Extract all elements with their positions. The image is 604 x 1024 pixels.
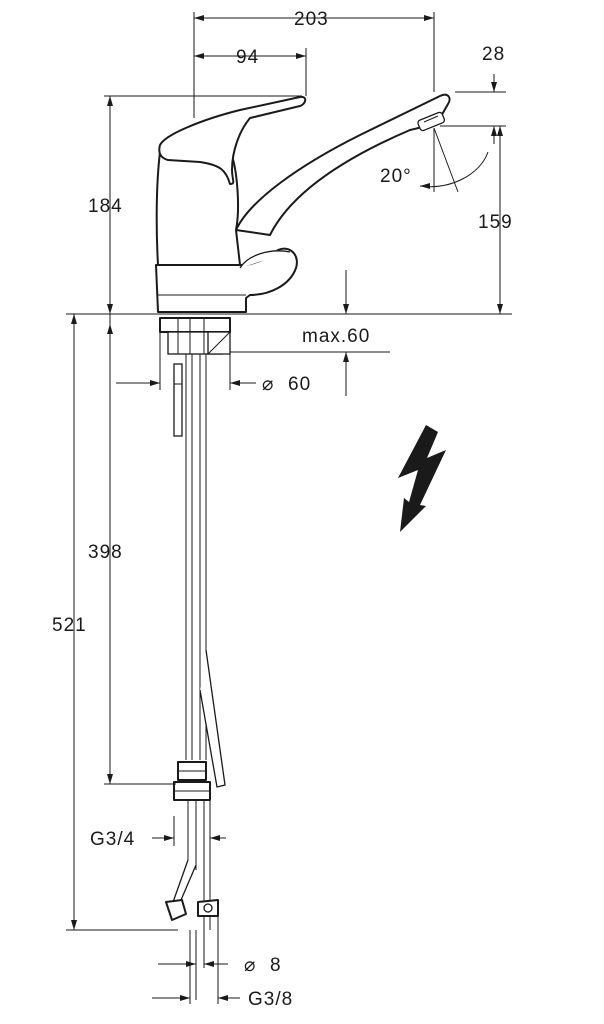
label-connection-g38: G3/8 [248, 989, 293, 1010]
dimension-labels: 203 94 28 184 20° 159 max.60 ⌀ 60 398 52… [52, 9, 513, 1010]
faucet-body [155, 93, 451, 313]
label-total-height: 184 [88, 196, 123, 217]
diameter-symbol: ⌀ [262, 374, 274, 395]
diameter-symbol-small: ⌀ [244, 955, 256, 976]
label-connection-g34: G3/4 [90, 829, 135, 850]
label-overall-reach: 203 [294, 9, 329, 30]
label-spout-height: 28 [482, 44, 505, 65]
mounting-hardware [159, 317, 231, 437]
label-total-length: 521 [52, 615, 87, 636]
dimension-lines [66, 12, 512, 1004]
supply-hoses [165, 354, 226, 930]
label-max-thickness: max.60 [302, 326, 370, 347]
label-spout-clearance: 159 [478, 212, 513, 233]
label-hose-length: 398 [88, 542, 123, 563]
label-pipe-diameter: 8 [270, 955, 282, 976]
label-hole-diameter: 60 [288, 374, 311, 395]
lightning-bolt-icon [398, 425, 446, 532]
label-lever-reach: 94 [236, 47, 259, 68]
label-swivel-angle: 20° [380, 166, 412, 187]
